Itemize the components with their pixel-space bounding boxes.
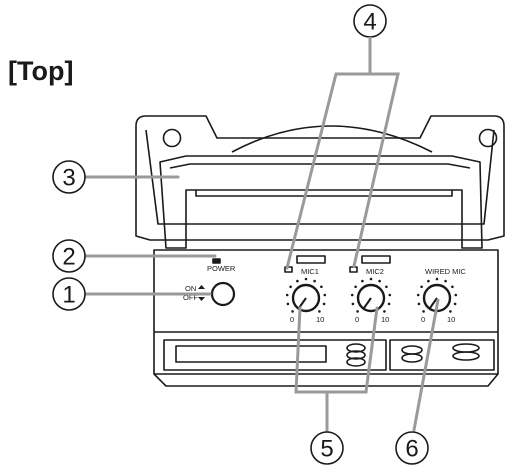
knob-scale-dot bbox=[320, 285, 323, 289]
callout-1: 1 bbox=[52, 277, 86, 311]
mic1-name-plate bbox=[296, 255, 326, 264]
knob-scale-dot bbox=[453, 302, 457, 306]
carry-handle-grip bbox=[169, 163, 471, 169]
knob-scale-dot bbox=[435, 277, 439, 281]
knob-scale-dot bbox=[350, 293, 354, 297]
callout-5-number: 5 bbox=[320, 436, 333, 463]
knob-scale-dot bbox=[369, 277, 373, 281]
mic1-scale-max: 10 bbox=[316, 315, 324, 324]
knob-scale-dot bbox=[417, 302, 421, 306]
mic1-scale-min: 0 bbox=[290, 315, 294, 324]
knob-scale-dot bbox=[451, 285, 454, 289]
knob-scale-dot bbox=[454, 293, 458, 297]
callout-6-number: 6 bbox=[405, 436, 418, 463]
control-panel bbox=[153, 249, 499, 375]
knob-scale-dot bbox=[323, 293, 327, 297]
callout-2: 2 bbox=[52, 239, 86, 273]
bottom-compartment-left bbox=[163, 339, 387, 371]
knob-scale-dot bbox=[361, 279, 364, 283]
knob-scale-dots bbox=[285, 277, 458, 313]
knob-scale-dot bbox=[388, 293, 392, 297]
wired-scale-max: 10 bbox=[447, 315, 455, 324]
mounting-hole-left bbox=[162, 128, 182, 148]
device-illustration bbox=[135, 115, 505, 387]
knob-scale-dot bbox=[427, 279, 430, 283]
wired-mic-label: WIRED MIC bbox=[425, 267, 466, 276]
power-label: POWER bbox=[207, 264, 236, 273]
callout-1-number: 1 bbox=[62, 282, 75, 309]
callout-4: 4 bbox=[353, 4, 387, 38]
knob-scale-dot bbox=[420, 285, 423, 289]
callout-3: 3 bbox=[52, 160, 86, 194]
knob-scale-dot bbox=[387, 302, 391, 306]
leader-line-5 bbox=[294, 306, 379, 394]
knob-scale-dot bbox=[444, 279, 447, 283]
on-label: ON bbox=[185, 284, 196, 293]
knob-scale-dot bbox=[354, 285, 357, 289]
mic2-name-plate bbox=[361, 255, 391, 264]
callout-6: 6 bbox=[395, 431, 429, 465]
mic1-volume-knob[interactable] bbox=[291, 283, 321, 313]
power-indicator bbox=[212, 258, 221, 264]
knob-scale-dot bbox=[351, 302, 355, 306]
power-switch[interactable] bbox=[210, 281, 236, 307]
top-plate-inner bbox=[145, 129, 495, 225]
mounting-hole-right bbox=[478, 128, 498, 148]
off-label: OFF bbox=[183, 293, 198, 302]
knob-scale-dot bbox=[318, 310, 321, 313]
section-heading: [Top] bbox=[8, 56, 73, 86]
leader-line-4 bbox=[285, 72, 400, 270]
mic2-scale-max: 10 bbox=[381, 315, 389, 324]
wired-scale-min: 0 bbox=[421, 315, 425, 324]
knob-scale-dot bbox=[356, 310, 359, 313]
knob-scale-dot bbox=[313, 279, 316, 283]
mic2-label: MIC2 bbox=[366, 267, 384, 276]
leader-lines bbox=[84, 72, 440, 432]
knob-scale-dot bbox=[322, 302, 326, 306]
knob-scale-dot bbox=[286, 302, 290, 306]
callout-4-number: 4 bbox=[363, 9, 376, 36]
connector-coil-left bbox=[346, 343, 366, 367]
knob-scale-dot bbox=[289, 285, 292, 289]
mic2-indicator bbox=[349, 266, 358, 273]
knob-scale-dot bbox=[422, 310, 425, 313]
knob-scale-dot bbox=[378, 279, 381, 283]
knob-scale-dot bbox=[416, 293, 420, 297]
top-plate bbox=[135, 115, 505, 241]
knob-scale-dot bbox=[291, 310, 294, 313]
callout-5: 5 bbox=[310, 431, 344, 465]
on-off-marks bbox=[198, 285, 205, 301]
carry-handle bbox=[159, 155, 483, 249]
knob-scale-dot bbox=[285, 293, 289, 297]
speaker-dome bbox=[231, 125, 433, 153]
knob-scale-dot bbox=[385, 285, 388, 289]
connector-coil-right bbox=[401, 343, 480, 363]
knob-scale-dot bbox=[449, 310, 452, 313]
callout-2-number: 2 bbox=[62, 244, 75, 271]
mic2-volume-knob[interactable] bbox=[356, 283, 386, 313]
callout-3-number: 3 bbox=[62, 165, 75, 192]
knob-scale-dot bbox=[304, 277, 308, 281]
leader-line-6 bbox=[412, 298, 440, 432]
knob-scale-dot bbox=[383, 310, 386, 313]
mic2-scale-min: 0 bbox=[355, 315, 359, 324]
bottom-compartment-right bbox=[389, 339, 495, 371]
card-slot bbox=[175, 345, 327, 363]
knob-scale-dot bbox=[296, 279, 299, 283]
carry-handle-inner bbox=[195, 190, 453, 197]
mic1-label: MIC1 bbox=[301, 267, 319, 276]
